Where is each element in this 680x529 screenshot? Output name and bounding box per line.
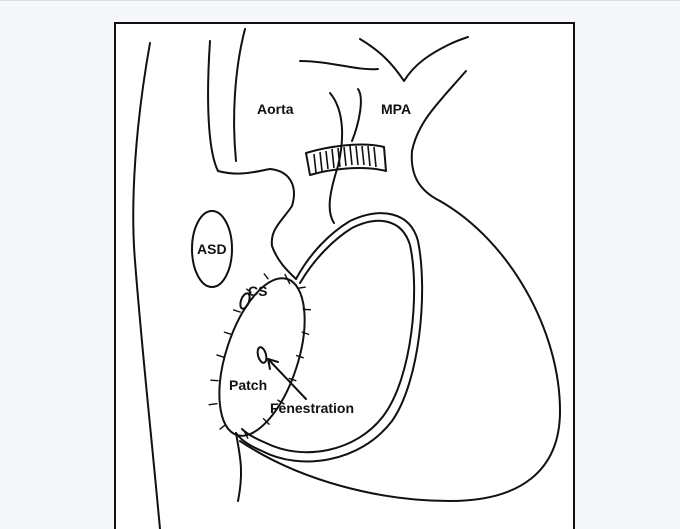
left-outer-wall — [133, 43, 160, 529]
lv-outer — [240, 201, 560, 501]
mpa-inner-left — [352, 89, 361, 141]
mpa-top — [360, 37, 468, 81]
aorta-right-wall — [330, 93, 342, 223]
label-asd: ASD — [197, 241, 227, 257]
label-mpa: MPA — [381, 101, 411, 117]
mpa-left-top — [300, 61, 378, 69]
label-cs: CS — [248, 283, 267, 299]
mpa-right-wall — [412, 71, 466, 201]
label-aorta: Aorta — [257, 101, 294, 117]
label-patch: Patch — [229, 377, 267, 393]
conduit-inner — [242, 221, 414, 452]
label-fenestration: Fenestration — [270, 400, 354, 416]
fenestration-oval — [256, 346, 268, 364]
aorta-left-wall — [234, 29, 245, 161]
aorta-arch-right — [270, 169, 296, 279]
conduit-tail — [236, 433, 241, 501]
